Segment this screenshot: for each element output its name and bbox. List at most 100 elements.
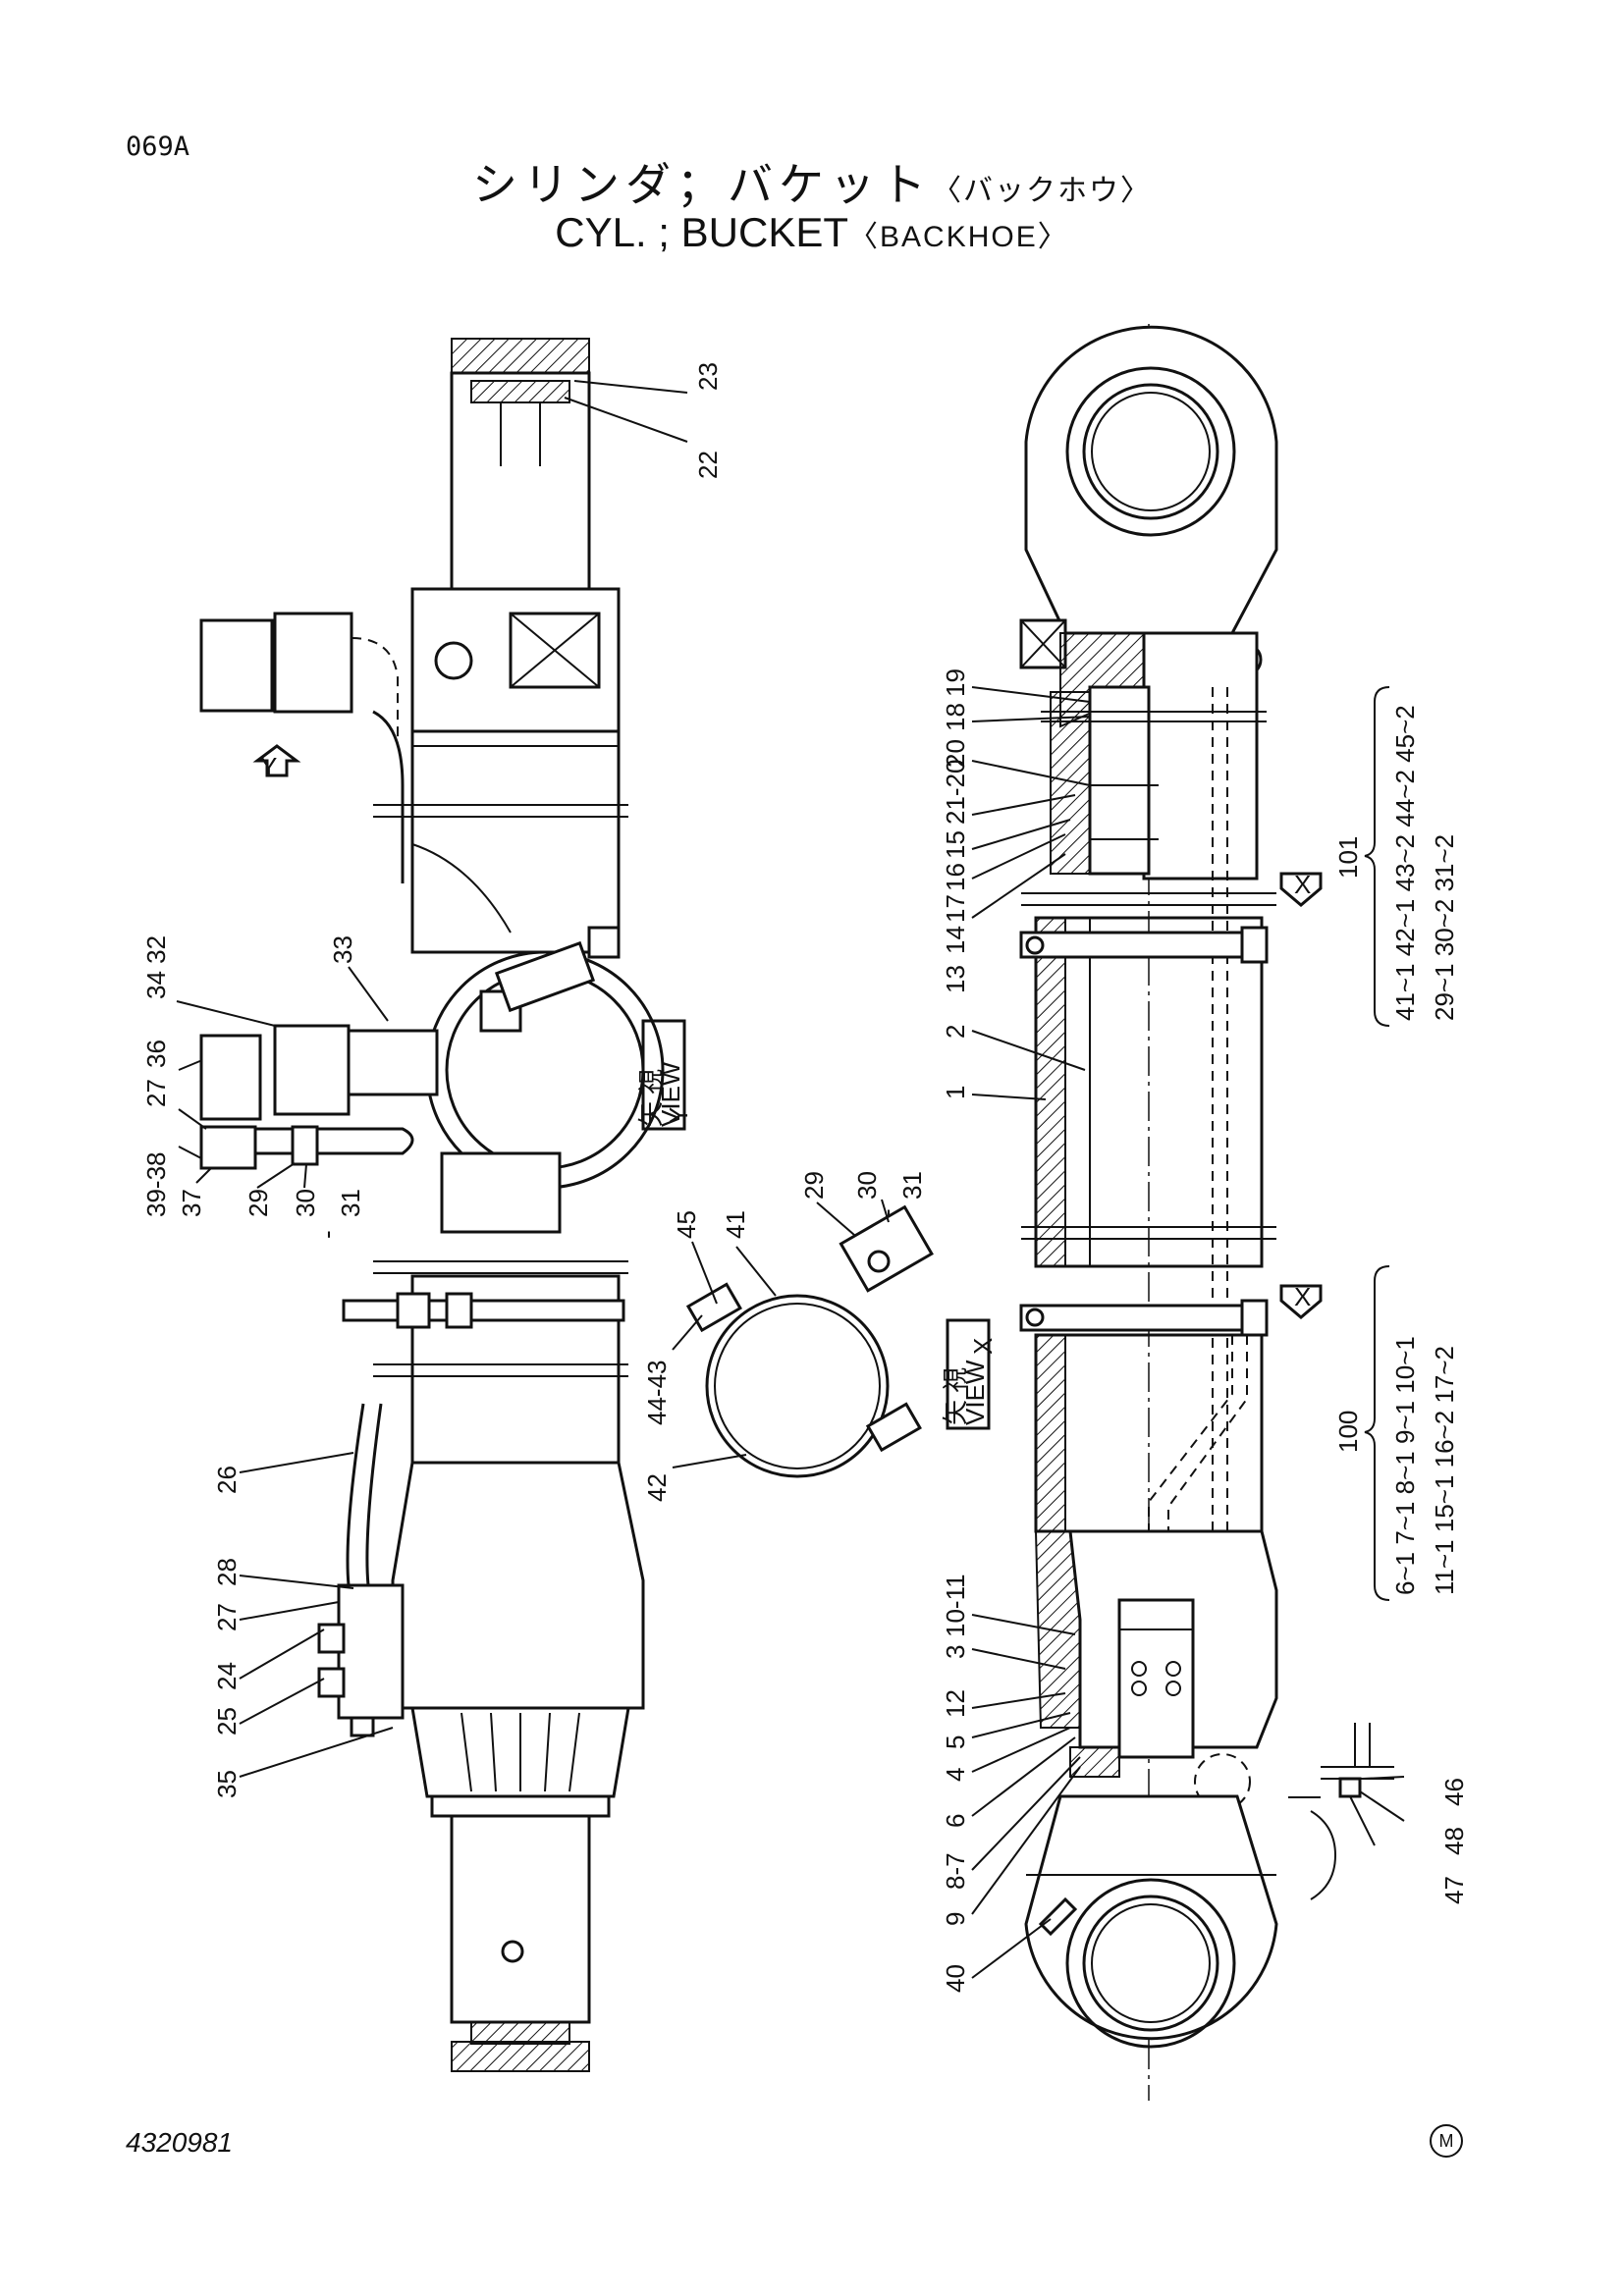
right-port-block	[1117, 1598, 1195, 1759]
callout: 30	[291, 1189, 320, 1217]
callout: 24	[212, 1662, 242, 1690]
left-upper-tube	[410, 729, 621, 954]
left-top-bushing	[470, 380, 570, 403]
callout: 37	[177, 1189, 206, 1217]
callout: -	[312, 1230, 342, 1239]
callout: 40	[941, 1964, 970, 1993]
callout: 29	[244, 1189, 273, 1217]
left-pipe	[346, 1403, 365, 1586]
assembly-number: 101	[1333, 836, 1363, 879]
callout: -	[872, 1208, 901, 1217]
callouts-right: 19 18 20 21-20 15 16 17 14 13 2 1 10-11 …	[941, 668, 1469, 1993]
callout: 26	[212, 1466, 242, 1494]
view-y-label: VIEW	[656, 1061, 685, 1127]
assembly-line: 29~1 30~2 31~2	[1430, 834, 1459, 1021]
callout: 39-38	[141, 1152, 171, 1218]
view-y-manifold	[273, 1024, 351, 1116]
title-english-main: CYL. ; BUCKET	[555, 209, 849, 255]
callout: 41	[721, 1210, 750, 1239]
callout: 30	[852, 1171, 882, 1200]
callout: 3	[941, 1645, 970, 1659]
view-x-kanji: 矢 視	[941, 1367, 970, 1425]
assembly-lists: 101 41~1 42~1 43~2 44~2 45~2 29~1 30~2 3…	[1333, 705, 1459, 1595]
callout: 44-43	[642, 1361, 672, 1426]
view-y-flange	[199, 1034, 262, 1121]
arrow-y-letter: Y	[260, 752, 277, 781]
right-tube-wall-lower	[1035, 1334, 1066, 1532]
callout: 17	[941, 894, 970, 923]
callout: 18	[941, 703, 970, 731]
callout: 28	[212, 1558, 242, 1586]
assembly-line: 6~1 7~1 8~1 9~1 10~1	[1390, 1336, 1420, 1595]
left-top-clevis	[450, 371, 591, 591]
callout: 47	[1439, 1876, 1469, 1904]
right-top-eye	[1024, 325, 1278, 635]
callout: 19	[941, 668, 970, 697]
callout: 10-11	[941, 1574, 970, 1637]
callout: 25	[212, 1707, 242, 1735]
right-cylinder-view: X X	[1019, 324, 1394, 2101]
arrow-x-lower	[1279, 1284, 1323, 1319]
callouts-middle: 45 41 29 30 - 31 44-43 42	[642, 1171, 927, 1502]
callout: 23	[693, 362, 723, 391]
assembly-line: 41~1 42~1 43~2 44~2 45~2	[1390, 705, 1420, 1021]
clamp-ear-right	[865, 1402, 922, 1453]
callout: 14	[941, 926, 970, 954]
callout: 31	[336, 1189, 365, 1217]
callout: 8-7	[941, 1852, 970, 1890]
callout: 45	[672, 1210, 701, 1239]
brace-100	[1364, 1265, 1390, 1601]
clamp-ear-left	[685, 1282, 742, 1333]
right-tube-wall-upper	[1035, 917, 1066, 1267]
view-y-frame	[641, 1019, 686, 1131]
callout: 9	[941, 1912, 970, 1926]
callout: 15	[941, 830, 970, 859]
manufacturer-mark: M	[1430, 2124, 1463, 2158]
right-lower-clamp	[1019, 1304, 1264, 1332]
assembly-line: 11~1 15~1 16~2 17~2	[1430, 1346, 1459, 1595]
callout: 21-20	[941, 760, 970, 826]
callout: 20	[941, 739, 970, 768]
right-tube	[1034, 916, 1264, 1268]
title-english: CYL. ; BUCKET〈BACKHOE〉	[0, 209, 1624, 256]
view-x-frame	[946, 1318, 991, 1430]
callout: 27	[212, 1603, 242, 1631]
clamp-bracket	[839, 1204, 934, 1293]
callout: 12	[941, 1689, 970, 1718]
title-japanese-sub: 〈バックホウ〉	[932, 174, 1152, 208]
view-y-letter: Y	[664, 1107, 693, 1124]
right-upper-clamp	[1019, 931, 1264, 959]
callout: 6	[941, 1814, 970, 1828]
callout: 29	[799, 1171, 829, 1200]
left-cylinder-head	[391, 1461, 645, 1710]
brace-101	[1364, 686, 1390, 1027]
callout: 27	[141, 1079, 171, 1107]
callout: 1	[941, 1086, 970, 1099]
callout: 22	[693, 451, 723, 479]
right-bottom-eye	[1024, 1794, 1278, 2041]
drawing-number: 4320981	[126, 2127, 234, 2158]
view-x-clamp: X VIEW 矢 視	[685, 1204, 998, 1478]
left-grease-fitting	[434, 641, 473, 680]
left-cylinder-view: Y Y VIEW 矢 視	[199, 338, 693, 2072]
left-top-clevis-section	[451, 338, 590, 374]
callout: 35	[212, 1770, 242, 1798]
left-lower-clamp	[342, 1299, 625, 1322]
title-english-sub: 〈BACKHOE〉	[848, 221, 1069, 253]
arrow-x-upper-letter: X	[1294, 870, 1311, 899]
callout: 5	[941, 1735, 970, 1749]
callouts-left: 23 22 33 34 32 36 27 39-38 37 29 30 - 31…	[141, 362, 723, 1798]
clamp-ring-inner	[714, 1303, 881, 1469]
detail-view	[1288, 1723, 1394, 1900]
callout: 48	[1439, 1827, 1469, 1855]
arrow-x-upper	[1279, 872, 1323, 907]
callout: 4	[941, 1768, 970, 1782]
callout: 2	[941, 1025, 970, 1039]
assembly-number: 100	[1333, 1411, 1363, 1453]
title-japanese-main: シリンダ；バケット	[472, 158, 932, 211]
callout: 16	[941, 863, 970, 891]
leader-lines	[176, 380, 1405, 1979]
callout: 33	[328, 935, 357, 964]
arrow-x-lower-letter: X	[1294, 1282, 1311, 1311]
